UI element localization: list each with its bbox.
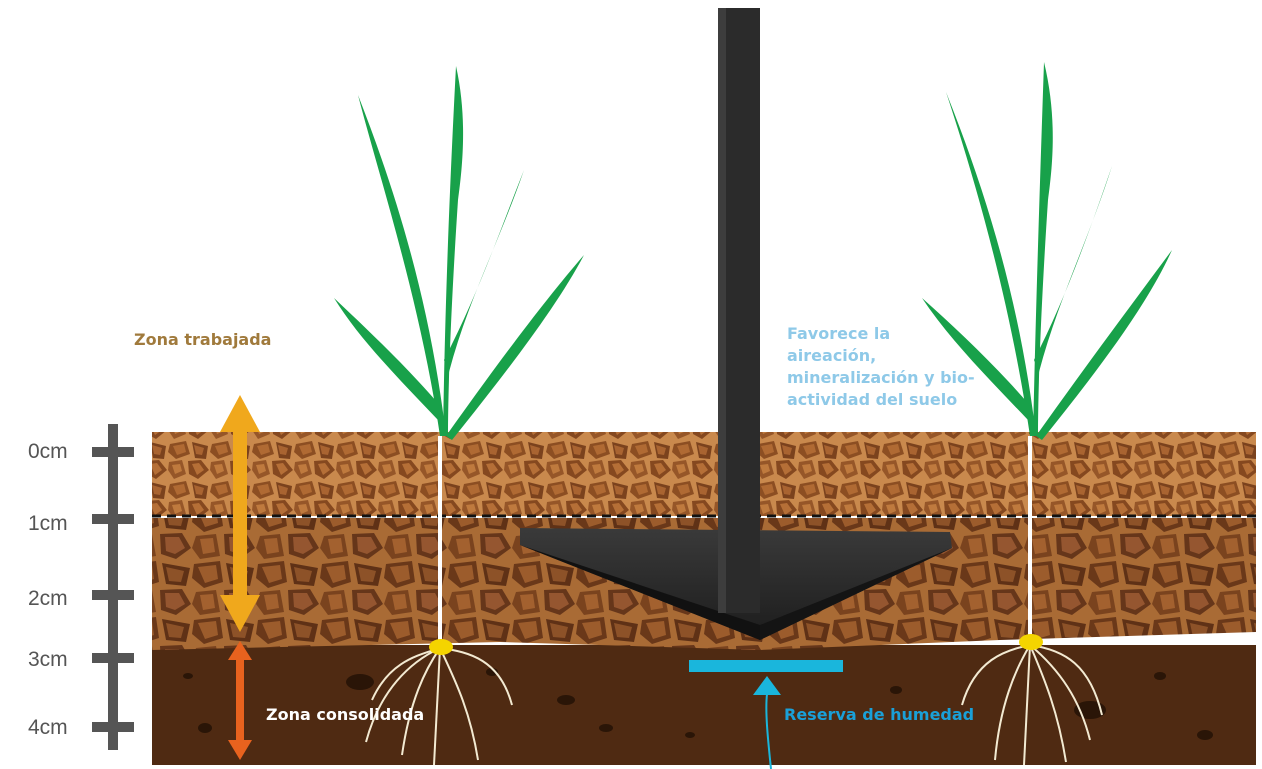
- loose-topsoil-layer: [152, 432, 1256, 516]
- seed-icon: [429, 639, 453, 655]
- benefit-line: mineralización y bio-: [787, 368, 975, 387]
- seed-icon: [1019, 634, 1043, 650]
- plant-right: [922, 62, 1172, 766]
- soil-pebbles: [183, 668, 1213, 740]
- moisture-reserve-bar: [689, 660, 843, 672]
- consolidated-zone-arrow-icon: [228, 641, 252, 760]
- tillage-tool: [520, 8, 952, 640]
- benefit-description: Favorece la aireación, mineralización y …: [787, 323, 1007, 411]
- benefit-line: Favorece la: [787, 324, 891, 343]
- moisture-arrow-icon: [753, 676, 781, 695]
- depth-label-1cm: 1cm: [28, 512, 68, 535]
- worked-zone-arrow-icon: [220, 395, 260, 632]
- worked-zone-label: Zona trabajada: [134, 330, 272, 349]
- depth-label-4cm: 4cm: [28, 716, 68, 739]
- benefit-line: aireación,: [787, 346, 877, 365]
- plant-left: [334, 66, 584, 766]
- consolidated-zone-label: Zona consolidada: [266, 705, 425, 724]
- depth-label-0cm: 0cm: [28, 440, 68, 463]
- depth-scale: [92, 424, 134, 750]
- moisture-reserve-label: Reserva de humedad: [784, 705, 975, 724]
- benefit-line: actividad del suelo: [787, 390, 958, 409]
- depth-label-2cm: 2cm: [28, 587, 68, 610]
- depth-label-3cm: 3cm: [28, 648, 68, 671]
- moisture-arrow-stem: [765, 693, 772, 769]
